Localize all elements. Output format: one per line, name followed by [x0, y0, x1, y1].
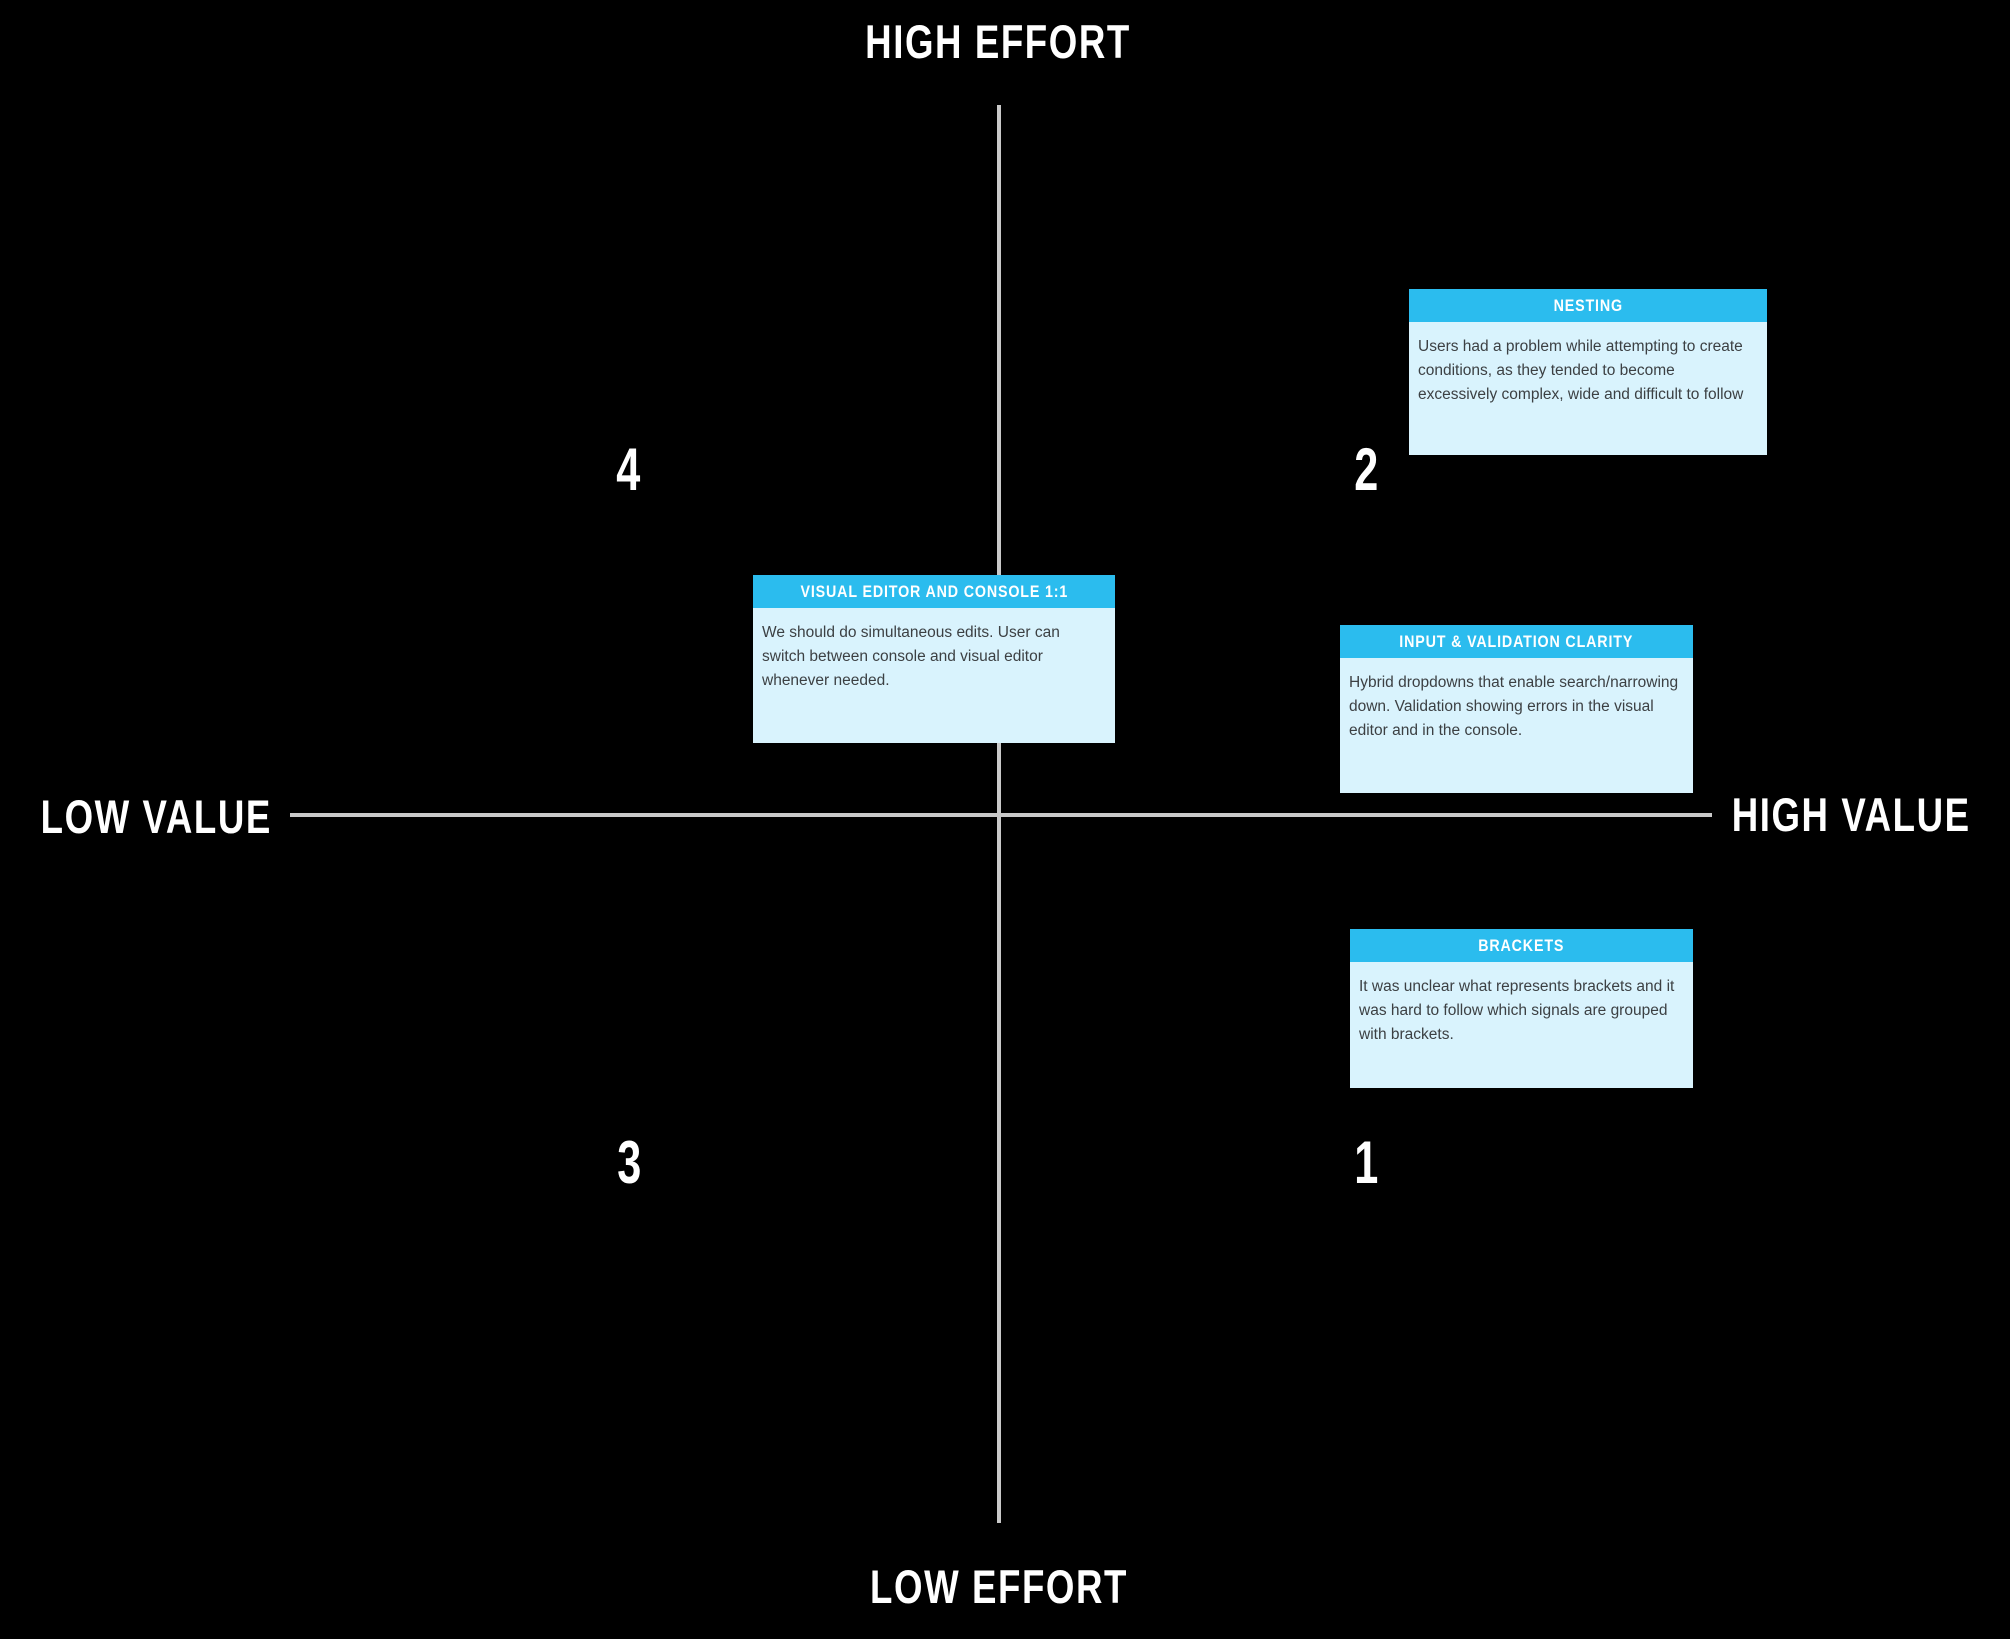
sticky-note-input-validation-title: INPUT & VALIDATION CLARITY [1399, 631, 1634, 651]
sticky-note-input-validation-title-bar: INPUT & VALIDATION CLARITY [1340, 625, 1693, 658]
sticky-note-input-validation-clarity[interactable]: INPUT & VALIDATION CLARITY Hybrid dropdo… [1340, 625, 1693, 793]
sticky-note-visual-editor-title: VISUAL EDITOR AND CONSOLE 1:1 [800, 581, 1068, 601]
axis-label-high-effort-text: HIGH EFFORT [865, 15, 1131, 68]
axis-label-high-value-text: HIGH VALUE [1731, 788, 1971, 841]
axis-label-high-value: HIGH VALUE [1698, 791, 2004, 838]
axis-label-low-effort-text: LOW EFFORT [870, 1560, 1128, 1613]
quadrant-number-4: 4 [616, 436, 642, 503]
quadrant-number-1: 1 [1354, 1129, 1380, 1196]
sticky-note-brackets-body: It was unclear what represents brackets … [1350, 962, 1693, 1088]
sticky-note-brackets[interactable]: BRACKETS It was unclear what represents … [1350, 929, 1693, 1088]
axis-label-low-value: LOW VALUE [8, 793, 305, 840]
axis-label-high-effort: HIGH EFFORT [828, 18, 1169, 65]
sticky-note-nesting-title: NESTING [1553, 295, 1623, 315]
sticky-note-nesting-title-bar: NESTING [1409, 289, 1767, 322]
sticky-note-visual-editor-body: We should do simultaneous edits. User ca… [753, 608, 1115, 743]
sticky-note-brackets-title: BRACKETS [1478, 935, 1565, 955]
sticky-note-visual-editor-and-console[interactable]: VISUAL EDITOR AND CONSOLE 1:1 We should … [753, 575, 1115, 743]
sticky-note-input-validation-body: Hybrid dropdowns that enable search/narr… [1340, 658, 1693, 793]
sticky-note-nesting[interactable]: NESTING Users had a problem while attemp… [1409, 289, 1767, 455]
sticky-note-visual-editor-title-bar: VISUAL EDITOR AND CONSOLE 1:1 [753, 575, 1115, 608]
quadrant-number-2: 2 [1354, 436, 1380, 503]
axis-label-low-value-text: LOW VALUE [40, 790, 272, 843]
sticky-note-brackets-title-bar: BRACKETS [1350, 929, 1693, 962]
axis-label-low-effort: LOW EFFORT [834, 1563, 1165, 1610]
sticky-note-nesting-body: Users had a problem while attempting to … [1409, 322, 1767, 455]
horizontal-axis-line [290, 813, 1712, 817]
quadrant-number-3: 3 [617, 1129, 643, 1196]
